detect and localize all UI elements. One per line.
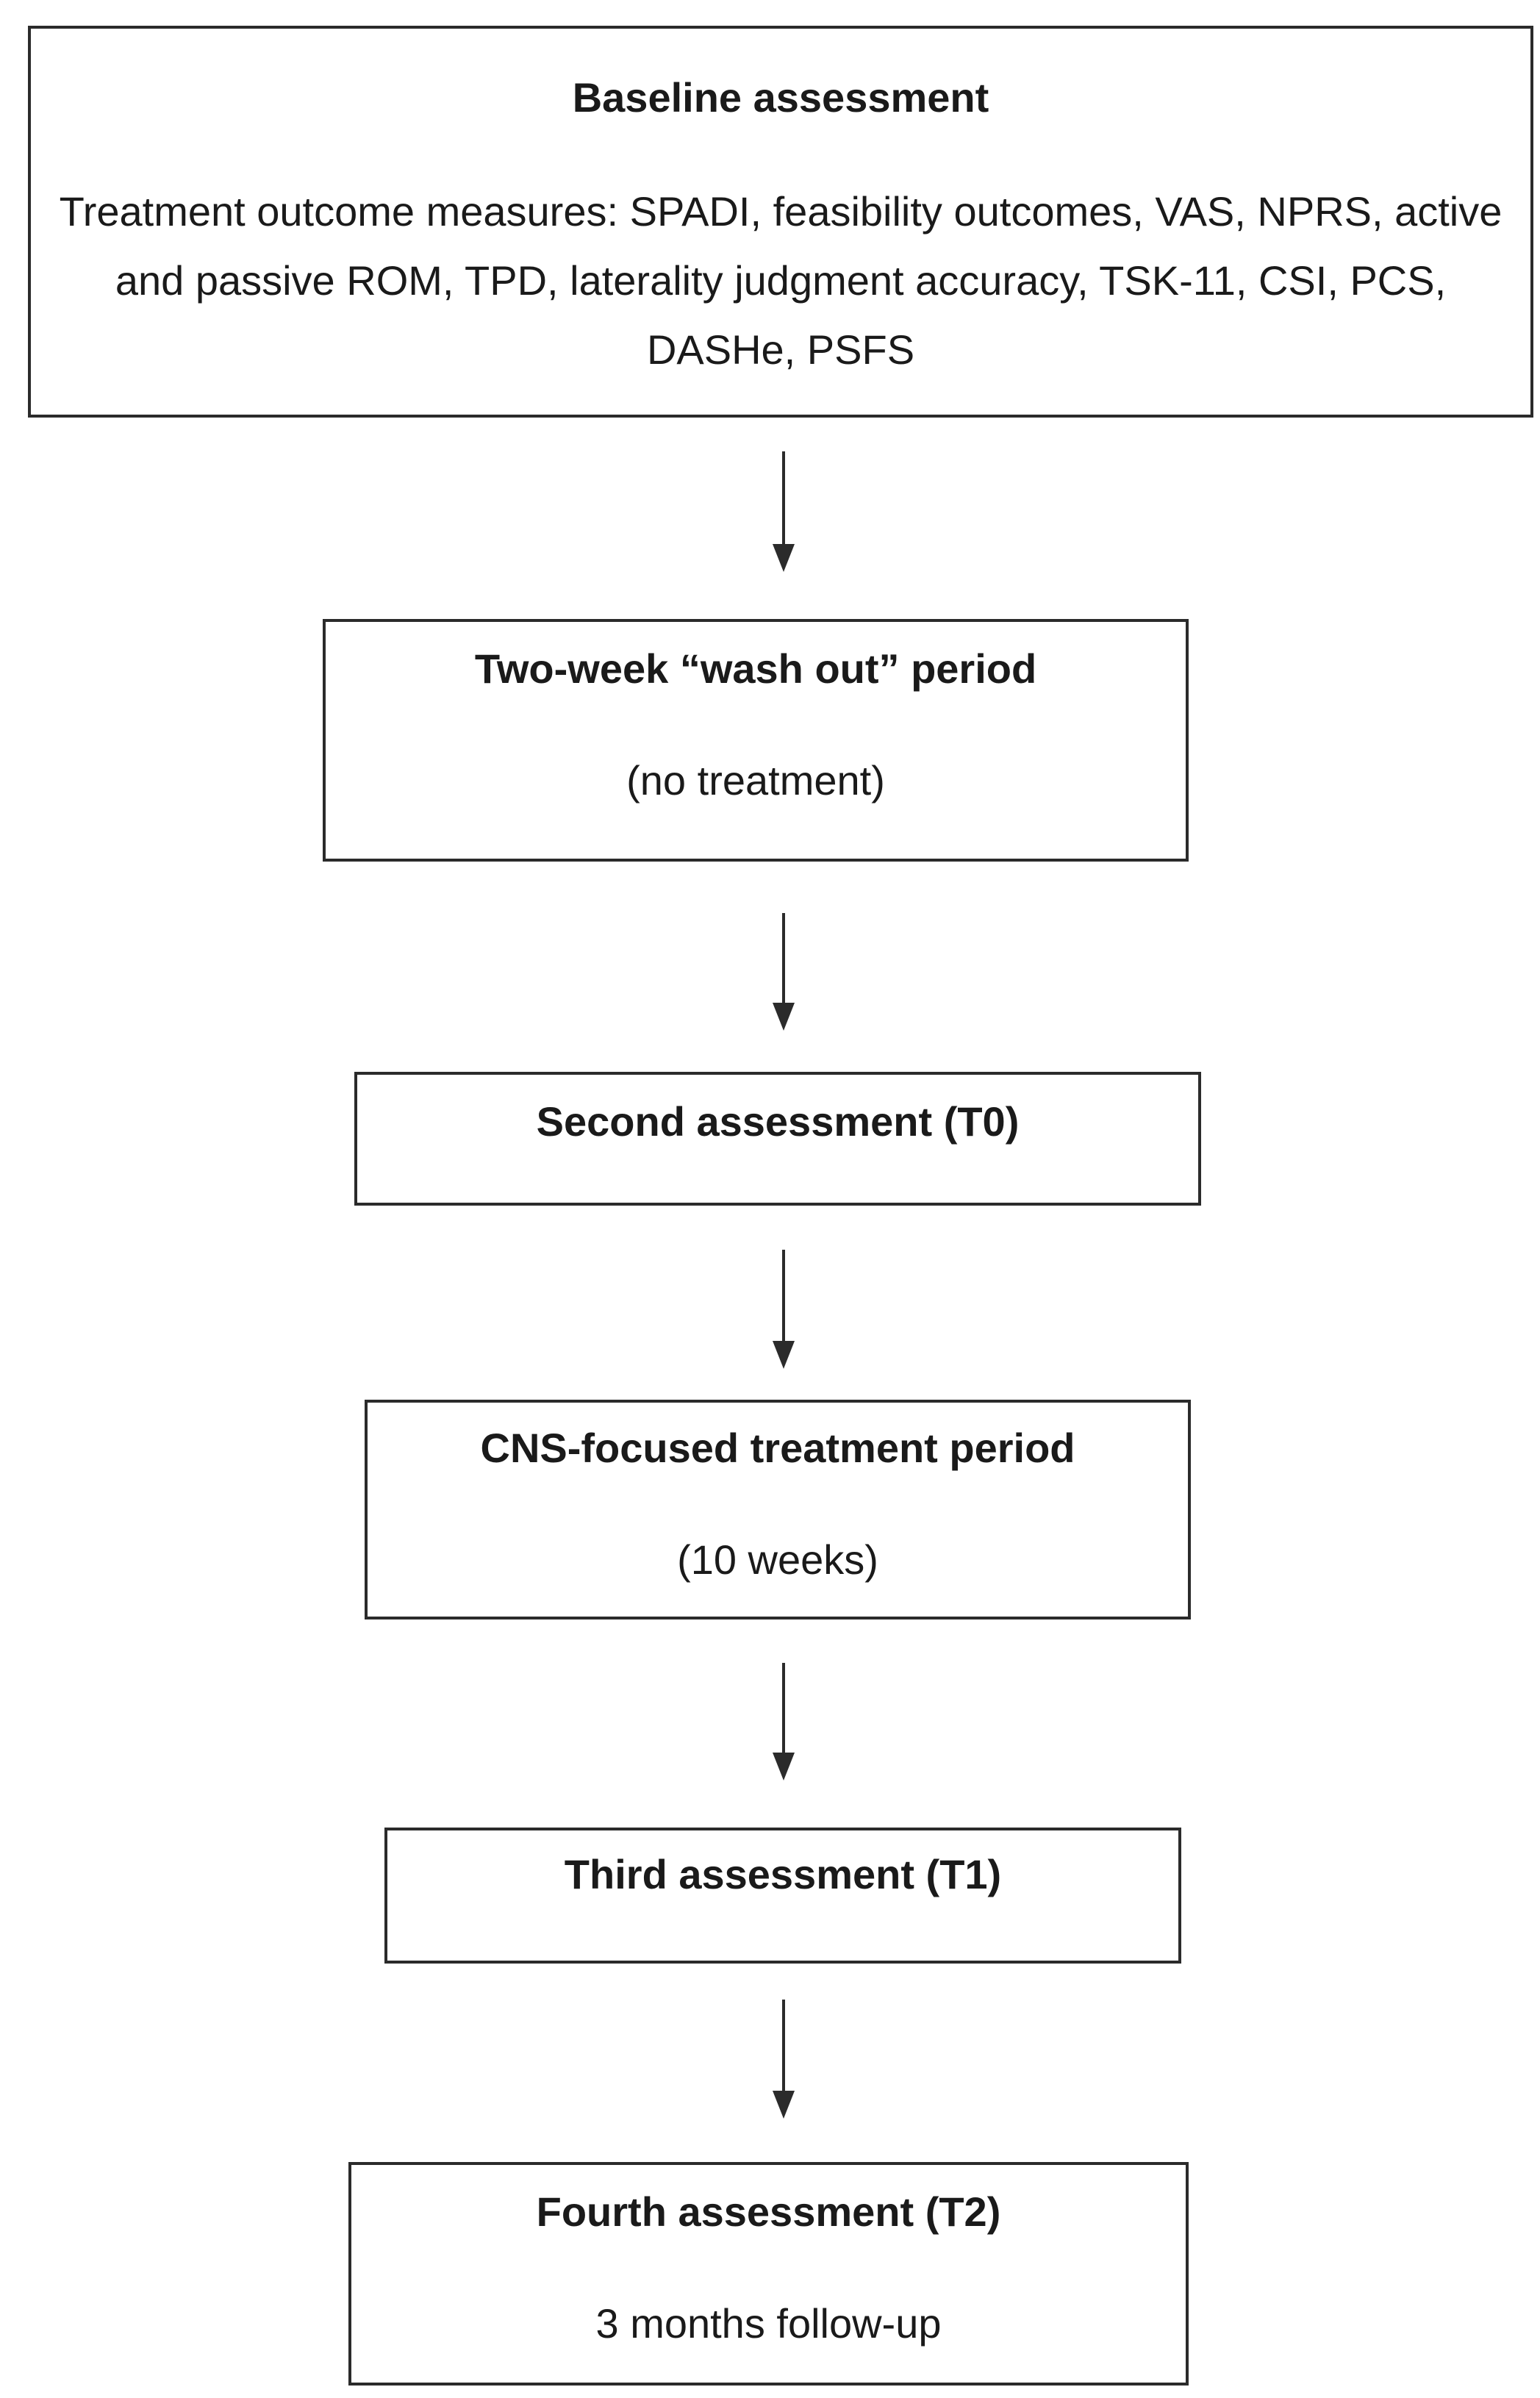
washout-period-note: (no treatment) <box>626 757 885 803</box>
third-assessment-box: Third assessment (T1) <box>384 1828 1181 1964</box>
fourth-assessment-title: Fourth assessment (T2) <box>536 2188 1001 2235</box>
baseline-assessment-box: Baseline assessment Treatment outcome me… <box>28 26 1533 418</box>
baseline-outcome-measures: Treatment outcome measures: SPADI, feasi… <box>59 188 1503 373</box>
flow-arrow-1 <box>769 451 798 572</box>
flow-arrow-2 <box>769 913 798 1031</box>
second-assessment-title: Second assessment (T0) <box>536 1098 1020 1145</box>
flow-arrow-5 <box>769 2000 798 2119</box>
washout-period-box: Two-week “wash out” period (no treatment… <box>323 619 1189 862</box>
treatment-period-title: CNS-focused treatment period <box>480 1425 1075 1471</box>
fourth-assessment-note: 3 months follow-up <box>595 2300 942 2347</box>
flow-arrow-3 <box>769 1250 798 1369</box>
fourth-assessment-box: Fourth assessment (T2) 3 months follow-u… <box>348 2162 1189 2386</box>
washout-period-title: Two-week “wash out” period <box>474 645 1037 692</box>
baseline-assessment-title: Baseline assessment <box>572 74 989 121</box>
treatment-period-duration: (10 weeks) <box>677 1536 878 1583</box>
treatment-period-box: CNS-focused treatment period (10 weeks) <box>365 1400 1191 1619</box>
third-assessment-title: Third assessment (T1) <box>564 1851 1002 1897</box>
second-assessment-box: Second assessment (T0) <box>354 1072 1201 1206</box>
flow-arrow-4 <box>769 1663 798 1780</box>
